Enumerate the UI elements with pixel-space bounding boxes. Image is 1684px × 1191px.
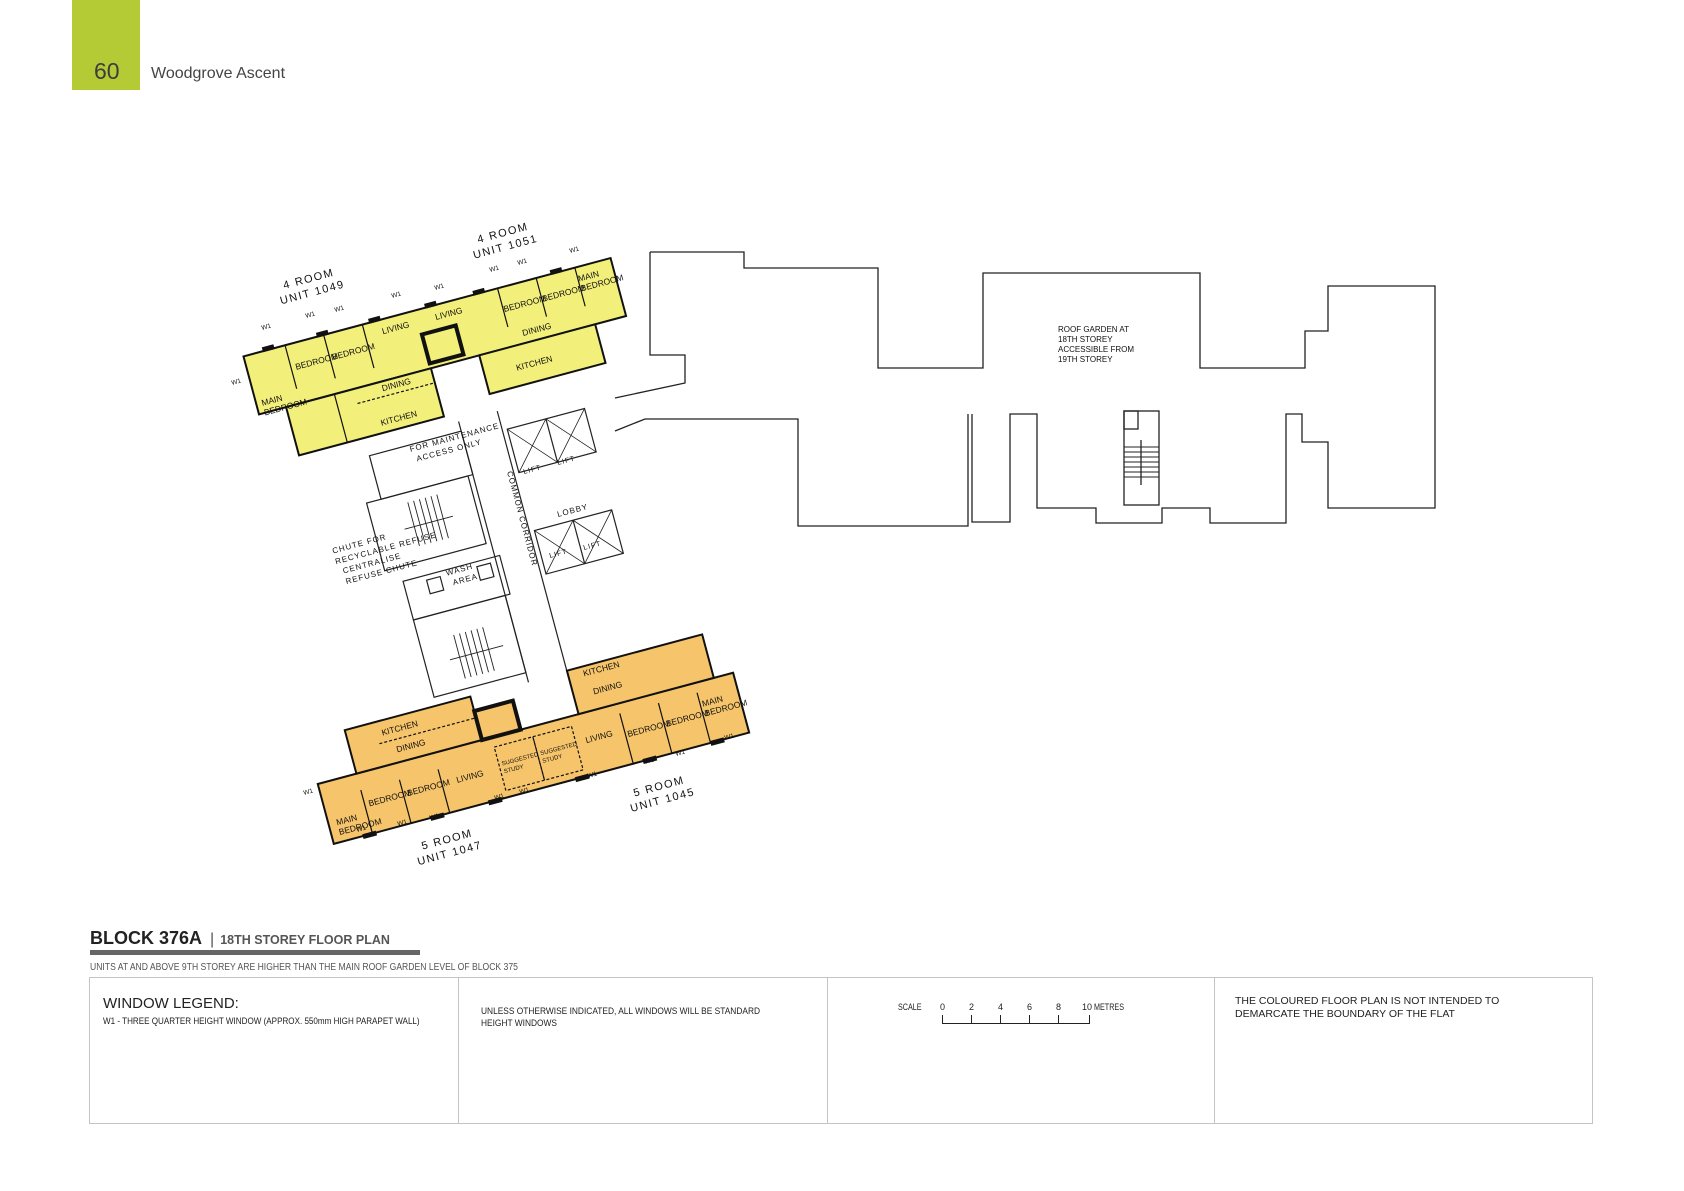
svg-text:18TH STOREY: 18TH STOREY xyxy=(1058,335,1113,344)
svg-text:W1: W1 xyxy=(494,793,506,802)
svg-text:W1: W1 xyxy=(397,819,409,828)
scale-tick-label: 8 xyxy=(1056,1002,1062,1012)
scale-tick-label: 2 xyxy=(969,1002,975,1012)
svg-text:W1: W1 xyxy=(391,291,403,300)
svg-text:W1: W1 xyxy=(724,733,736,742)
window-legend-w1: W1 - THREE QUARTER HEIGHT WINDOW (APPROX… xyxy=(103,1016,420,1027)
scale-label: SCALE xyxy=(898,1002,922,1012)
svg-text:W1: W1 xyxy=(517,258,529,267)
svg-text:LIFT: LIFT xyxy=(523,464,543,476)
svg-text:W1: W1 xyxy=(231,378,243,387)
svg-text:STUDY: STUDY xyxy=(542,754,563,765)
window-legend-title: WINDOW LEGEND: xyxy=(103,995,239,1012)
svg-text:W1: W1 xyxy=(675,749,687,758)
svg-text:LIFT: LIFT xyxy=(583,540,603,552)
svg-text:19TH STOREY: 19TH STOREY xyxy=(1058,355,1113,364)
window-legend-cell: WINDOW LEGEND: W1 - THREE QUARTER HEIGHT… xyxy=(90,978,459,1123)
block-name: BLOCK 376A xyxy=(90,928,203,948)
svg-text:W1: W1 xyxy=(261,323,273,332)
svg-text:W1: W1 xyxy=(489,265,501,274)
scale-cell: SCALE 0 2 4 6 8 10 METRES xyxy=(828,978,1215,1123)
legend-panel: WINDOW LEGEND: W1 - THREE QUARTER HEIGHT… xyxy=(89,977,1593,1124)
lower-units-5room xyxy=(316,633,751,846)
scale-unit: METRES xyxy=(1094,1002,1125,1012)
floor-plan-subtitle: 18TH STOREY FLOOR PLAN xyxy=(220,933,390,947)
page-number: 60 xyxy=(94,58,120,84)
upper-units-4room xyxy=(242,256,628,457)
svg-text:LIFT: LIFT xyxy=(557,455,577,467)
heading-separator: | xyxy=(210,931,215,948)
svg-text:LOBBY: LOBBY xyxy=(556,502,589,519)
scale-tick-label: 10 xyxy=(1082,1002,1093,1012)
svg-text:W1: W1 xyxy=(303,788,315,797)
svg-text:STUDY: STUDY xyxy=(503,764,524,775)
svg-text:COMMON CORRIDOR: COMMON CORRIDOR xyxy=(505,470,539,567)
scale-tick-label: 6 xyxy=(1027,1002,1033,1012)
block-note: UNITS AT AND ABOVE 9TH STOREY ARE HIGHER… xyxy=(90,962,518,973)
svg-text:W1: W1 xyxy=(644,757,656,766)
svg-text:W1: W1 xyxy=(569,246,581,255)
svg-text:LIFT: LIFT xyxy=(549,548,569,560)
svg-text:ROOF GARDEN AT: ROOF GARDEN AT xyxy=(1058,325,1129,334)
page-number-badge xyxy=(72,0,140,90)
document-title: Woodgrove Ascent xyxy=(151,65,286,82)
scale-tick-label: 0 xyxy=(940,1002,946,1012)
svg-text:W1: W1 xyxy=(334,305,346,314)
svg-text:W1: W1 xyxy=(434,283,446,292)
building-core xyxy=(365,407,625,698)
svg-text:W1: W1 xyxy=(305,311,317,320)
standard-window-cell: UNLESS OTHERWISE INDICATED, ALL WINDOWS … xyxy=(459,978,828,1123)
floor-plan-drawing: ROOF GARDEN AT 18TH STOREY ACCESSIBLE FR… xyxy=(231,221,1436,868)
scale-bar xyxy=(942,1015,1090,1024)
roof-garden-outline xyxy=(614,251,1436,527)
svg-text:W1: W1 xyxy=(519,787,531,796)
coloured-plan-note: THE COLOURED FLOOR PLAN IS NOT INTENDED … xyxy=(1235,995,1500,1020)
svg-text:W1: W1 xyxy=(587,771,599,780)
block-heading: BLOCK 376A | 18TH STOREY FLOOR PLAN xyxy=(90,928,420,955)
roof-garden-label: ROOF GARDEN AT 18TH STOREY ACCESSIBLE FR… xyxy=(1058,325,1134,364)
svg-text:ACCESSIBLE FROM: ACCESSIBLE FROM xyxy=(1058,345,1134,354)
standard-window-note: UNLESS OTHERWISE INDICATED, ALL WINDOWS … xyxy=(481,1006,761,1029)
core-labels: FOR MAINTENANCE ACCESS ONLY COMMON CORRI… xyxy=(331,421,603,587)
svg-text:W1: W1 xyxy=(429,813,441,822)
scale-tick-label: 4 xyxy=(998,1002,1004,1012)
coloured-plan-note-cell: THE COLOURED FLOOR PLAN IS NOT INTENDED … xyxy=(1215,978,1592,1123)
svg-text:W1: W1 xyxy=(356,825,368,834)
